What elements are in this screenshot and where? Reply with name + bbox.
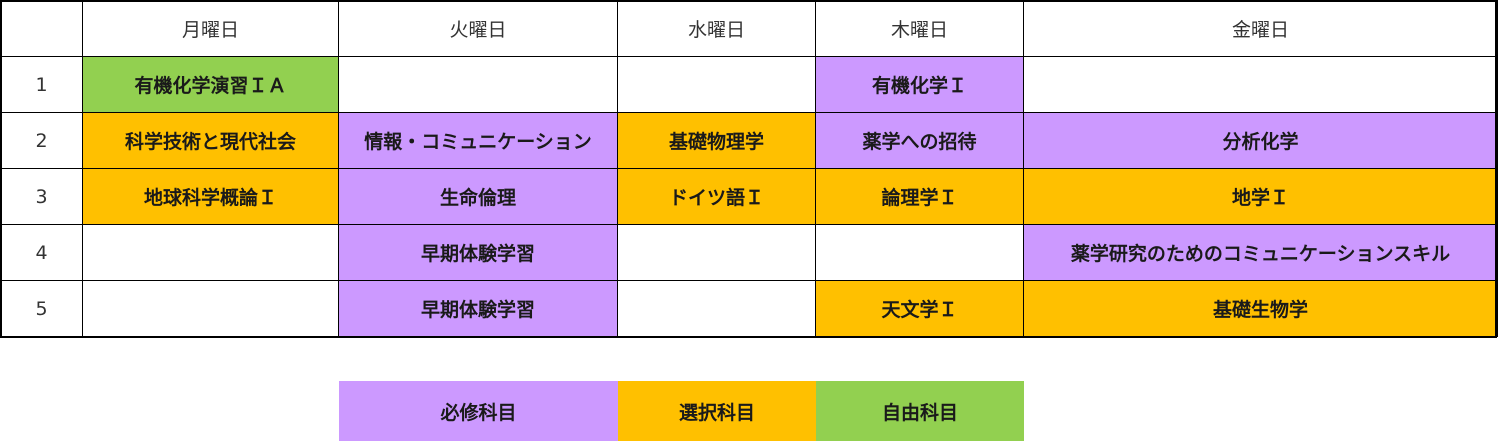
course-cell[interactable]: 基礎生物学: [1023, 280, 1498, 337]
course-cell[interactable]: 有機化学演習ＩＡ: [82, 56, 339, 113]
day-header-monday: 月曜日: [82, 0, 339, 57]
legend-elective: 選択科目: [618, 381, 816, 441]
period-label: 5: [0, 280, 83, 337]
course-cell[interactable]: 生命倫理: [338, 168, 618, 225]
course-cell[interactable]: 論理学Ｉ: [815, 168, 1024, 225]
course-cell[interactable]: 基礎物理学: [617, 112, 816, 169]
period-label: 2: [0, 112, 83, 169]
course-cell[interactable]: 薬学研究のためのコミュニケーションスキル: [1023, 224, 1498, 281]
day-header-tuesday: 火曜日: [338, 0, 618, 57]
course-cell[interactable]: [82, 280, 339, 337]
period-label: 3: [0, 168, 83, 225]
course-cell[interactable]: [338, 56, 618, 113]
course-cell[interactable]: [82, 224, 339, 281]
course-cell[interactable]: 有機化学Ｉ: [815, 56, 1024, 113]
course-cell[interactable]: [617, 280, 816, 337]
day-header-thursday: 木曜日: [815, 0, 1024, 57]
course-cell[interactable]: [1023, 56, 1498, 113]
period-row: 4 早期体験学習 薬学研究のためのコミュニケーションスキル: [0, 224, 1498, 281]
header-row: 月曜日 火曜日 水曜日 木曜日 金曜日: [0, 0, 1498, 57]
course-cell[interactable]: 地学Ｉ: [1023, 168, 1498, 225]
legend-required: 必修科目: [339, 381, 618, 441]
course-cell[interactable]: 情報・コミュニケーション: [338, 112, 618, 169]
course-cell[interactable]: 天文学Ｉ: [815, 280, 1024, 337]
course-cell[interactable]: [617, 224, 816, 281]
period-label: 1: [0, 56, 83, 113]
day-header-friday: 金曜日: [1023, 0, 1498, 57]
period-row: 3 地球科学概論Ｉ 生命倫理 ドイツ語Ｉ 論理学Ｉ 地学Ｉ: [0, 168, 1498, 225]
period-row: 5 早期体験学習 天文学Ｉ 基礎生物学: [0, 280, 1498, 337]
period-row: 1 有機化学演習ＩＡ 有機化学Ｉ: [0, 56, 1498, 113]
legend-free: 自由科目: [816, 381, 1024, 441]
course-cell[interactable]: ドイツ語Ｉ: [617, 168, 816, 225]
course-cell[interactable]: 早期体験学習: [338, 280, 618, 337]
timetable: 月曜日 火曜日 水曜日 木曜日 金曜日 1 有機化学演習ＩＡ 有機化学Ｉ 2 科…: [0, 0, 1498, 337]
course-cell[interactable]: 分析化学: [1023, 112, 1498, 169]
period-row: 2 科学技術と現代社会 情報・コミュニケーション 基礎物理学 薬学への招待 分析…: [0, 112, 1498, 169]
course-cell[interactable]: 科学技術と現代社会: [82, 112, 339, 169]
course-cell[interactable]: [815, 224, 1024, 281]
corner-cell: [0, 0, 83, 57]
day-header-wednesday: 水曜日: [617, 0, 816, 57]
period-label: 4: [0, 224, 83, 281]
course-cell[interactable]: 薬学への招待: [815, 112, 1024, 169]
course-cell[interactable]: [617, 56, 816, 113]
course-cell[interactable]: 地球科学概論Ｉ: [82, 168, 339, 225]
course-cell[interactable]: 早期体験学習: [338, 224, 618, 281]
